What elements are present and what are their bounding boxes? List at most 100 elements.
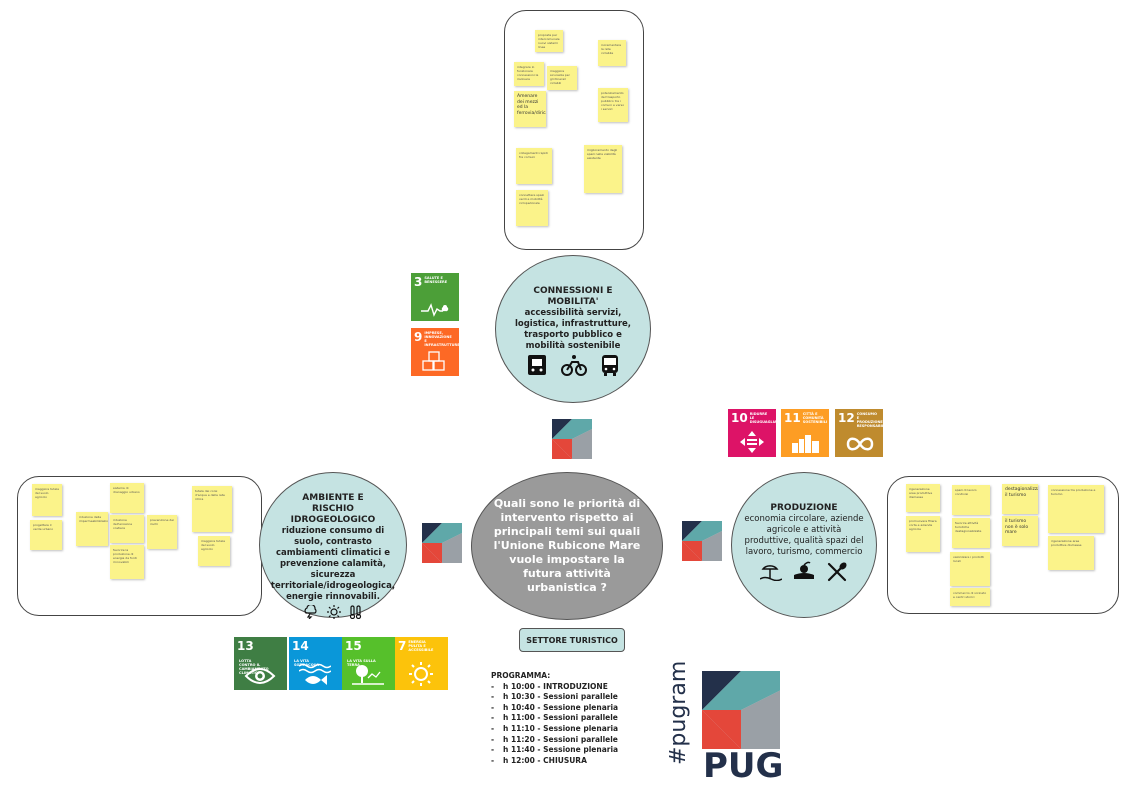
sdg-number: 7	[398, 639, 407, 653]
program-list: PROGRAMMA: h 10:00 - INTRODUZIONE h 10:3…	[491, 671, 618, 766]
fork-knife-icon	[827, 562, 847, 582]
thermometer-icon	[349, 605, 362, 619]
sdg-tile-14: 14LA VITA SOTT'ACQUA	[289, 637, 342, 690]
beach-umbrella-icon	[760, 565, 782, 581]
sticky-note[interactable]: maggiore sicurezza per gli itinerari cic…	[547, 66, 577, 90]
program-item: h 10:40 - Sessione plenaria	[491, 703, 618, 714]
tree-icon	[352, 665, 384, 685]
sdg-number: 3	[414, 275, 423, 289]
sticky-note[interactable]: potenziamento del trasporto pubblico tra…	[598, 88, 628, 122]
sdg-label: RIDURRE LE DISUGUAGLIANZE	[749, 412, 785, 424]
sdg-tile-13: 13LOTTA CONTRO IL CAMBIAMENTO CLIMATICO	[234, 637, 287, 690]
pug-logo-mark-left	[422, 523, 462, 563]
sticky-note[interactable]: rigenerazione aree produttive dismesse	[1048, 536, 1094, 570]
sticky-note[interactable]: maggiore tutela del suolo agricolo	[198, 536, 230, 566]
theme-title: PRODUZIONE	[770, 503, 838, 513]
sticky-note[interactable]: progettare il verde urbano	[30, 520, 62, 550]
production-icons	[760, 561, 848, 583]
theme-title-line: CONNESSIONI E	[533, 286, 613, 296]
central-question-circle: Quali sono le priorità di intervento ris…	[471, 472, 663, 620]
heartbeat-icon	[421, 303, 449, 317]
theme-description: accessibilità servizi, logistica, infras…	[514, 308, 632, 351]
sticky-note[interactable]: miglioramento degli spazi nella viabilit…	[584, 145, 622, 193]
sticky-note[interactable]: sistema di drenaggio urbano	[110, 483, 144, 513]
sticky-note[interactable]: integrare lo funzionare connessioni la r…	[514, 62, 544, 86]
program-item: h 12:00 - CHIUSURA	[491, 756, 618, 767]
eye-globe-icon	[244, 668, 276, 684]
sticky-note[interactable]: collegamenti rapidi fra comuni	[516, 148, 552, 184]
sticky-note[interactable]: destagionalizzare il turismo	[1002, 484, 1038, 514]
sdg-tile-15: 15 LA VITA SULLA TERRA	[342, 637, 395, 690]
sticky-note[interactable]: rigenerazione aree produttive dismesse	[906, 484, 940, 512]
sticky-note[interactable]: riduzione della impermeabilizzazione	[76, 512, 108, 546]
sdg-number: 12	[838, 411, 855, 425]
climate-icons	[303, 605, 363, 619]
sticky-note[interactable]: maggiore tutela del suolo agricolo	[32, 484, 62, 516]
sdg-number: 13	[237, 639, 254, 653]
bus-icon	[602, 355, 618, 376]
sdg-number: 9	[414, 330, 423, 344]
city-icon	[792, 435, 819, 453]
sdg-number: 11	[784, 411, 801, 425]
program-item: h 10:00 - INTRODUZIONE	[491, 682, 618, 693]
theme-description: riduzione consumo di suolo, contrasto ca…	[270, 526, 396, 602]
program-item: h 11:10 - Sessione plenaria	[491, 724, 618, 735]
pugram-hashtag: #pugram	[666, 660, 691, 765]
sticky-note[interactable]: incrementare la rete ciclabile	[598, 40, 626, 66]
sticky-note[interactable]: valorizzare i prodotti locali	[950, 552, 990, 586]
sticky-note[interactable]: connettere spazi verdi e mobilità ciclop…	[516, 190, 548, 226]
program-item: h 11:20 - Sessioni parallele	[491, 735, 618, 746]
pug-logo-mark-right	[682, 521, 722, 561]
storm-cloud-icon	[304, 605, 317, 619]
sticky-note[interactable]: il turismo non è solo mare	[1002, 516, 1038, 546]
sdg-label: CITTÀ E COMUNITÀ SOSTENIBILI	[802, 412, 828, 424]
program-item: h 10:30 - Sessioni parallele	[491, 692, 618, 703]
pug-wordmark: PUG	[703, 746, 784, 786]
sdg-label: LA VITA SULLA TERRA	[347, 659, 376, 667]
sticky-note[interactable]: proposte per intercomunale nuovi sistemi…	[535, 30, 563, 52]
sticky-note[interactable]: promuovere filiera corta e aziende agric…	[906, 516, 940, 552]
sdg-label: CONSUMO E PRODUZIONE RESPONSABILI	[856, 412, 886, 428]
sdg-number: 15	[345, 639, 362, 653]
sun-icon	[327, 605, 341, 619]
theme-circle-production[interactable]: PRODUZIONE economia circolare, aziende a…	[731, 472, 877, 618]
sticky-note[interactable]: spazi di lavoro condivisi	[952, 485, 990, 515]
theme-circle-environment[interactable]: AMBIENTE E RISCHIO IDROGEOLOGICO riduzio…	[259, 472, 407, 619]
central-question: Quali sono le priorità di intervento ris…	[493, 497, 641, 594]
sticky-note[interactable]: Amenare dei mezzi ed la ferrovia/dirica	[514, 91, 546, 127]
theme-title: AMBIENTE E RISCHIO IDROGEOLOGICO	[290, 493, 376, 525]
sticky-note[interactable]: favorire attività turistiche destagional…	[952, 518, 990, 548]
equality-icon	[740, 431, 764, 453]
fish-icon	[299, 663, 331, 685]
theme-description: economia circolare, aziende agricole e a…	[744, 514, 864, 557]
pug-logo-large	[702, 671, 780, 749]
theme-title: CONNESSIONI E MOBILITA'	[533, 286, 612, 308]
sticky-note[interactable]: riduzione dell'erosione costiera	[110, 515, 144, 543]
sticky-note[interactable]: prevenzione dei rischi	[147, 515, 177, 549]
cubes-icon	[422, 351, 445, 371]
infinity-icon	[846, 437, 874, 451]
mobility-icons	[527, 354, 619, 376]
sdg-number: 10	[731, 411, 748, 425]
sticky-note[interactable]: tutela dei corsi d'acqua e della rete id…	[192, 486, 232, 532]
sdg-label: IMPRESE, INNOVAZIONE E INFRASTRUTTURE	[424, 331, 460, 347]
sun-power-icon	[409, 662, 433, 686]
sticky-note[interactable]: favorire la produzione di energia da fon…	[110, 545, 144, 579]
sdg-label: ENERGIA PULITA E ACCESSIBILE	[408, 640, 434, 652]
train-icon	[528, 355, 546, 375]
hand-plant-icon	[794, 561, 814, 579]
theme-circle-mobility[interactable]: CONNESSIONI E MOBILITA' accessibilità se…	[495, 255, 651, 403]
program-item: h 11:40 - Sessione plenaria	[491, 745, 618, 756]
sticky-note[interactable]: connessione tra produzione e turismo	[1048, 485, 1104, 533]
pug-logo-mark-top	[552, 419, 592, 459]
program-heading: PROGRAMMA:	[491, 671, 551, 680]
sticky-note[interactable]: commercio di vicinato e centri storici	[950, 588, 990, 606]
sector-tag[interactable]: SETTORE TURISTICO	[519, 628, 625, 652]
theme-title-line: MOBILITA'	[547, 297, 599, 307]
sdg-label: SALUTE E BENESSERE	[424, 276, 448, 284]
